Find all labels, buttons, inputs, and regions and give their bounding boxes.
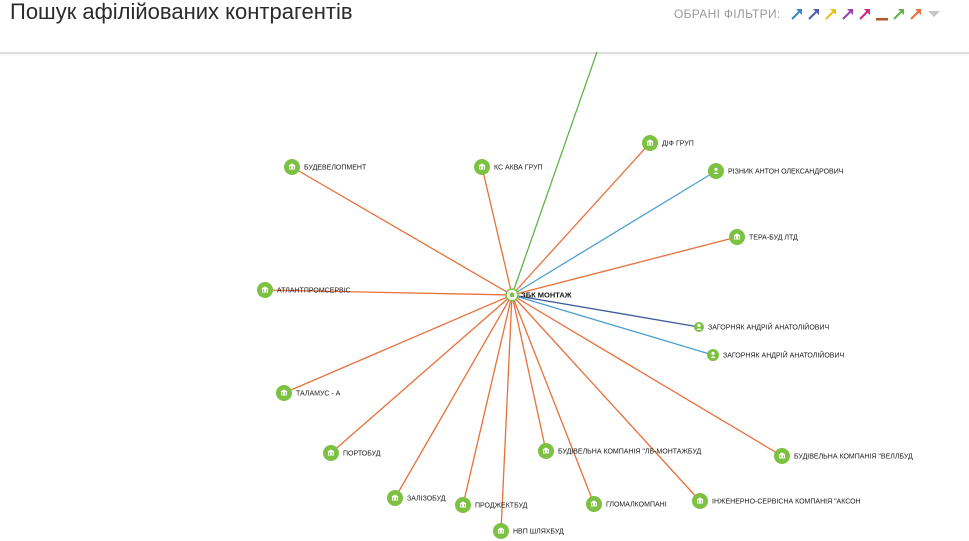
company-icon [497, 527, 505, 534]
node-label: ПОРТОБУД [343, 451, 381, 458]
filter-arrow-yellow-icon[interactable] [823, 6, 839, 22]
company-icon [280, 389, 288, 396]
node-label: ГЛОМАЛКОМПАНІ [606, 502, 667, 509]
graph-edge [330, 294, 513, 454]
filters-label: ОБРАНІ ФІЛЬТРИ: [674, 7, 781, 21]
filter-line-brown-icon[interactable] [874, 6, 890, 22]
person-icon [710, 351, 716, 358]
graph-node[interactable]: РІЗНИК АНТОН ОЛЕКСАНДРОВИЧ [708, 163, 844, 179]
graph-node[interactable]: ТАЛАМУС - А [276, 385, 341, 401]
graph-edge [394, 294, 513, 499]
company-icon [733, 233, 741, 240]
graph-edge-offscreen [511, 52, 598, 296]
graph-node[interactable]: ГЛОМАЛКОМПАНІ [586, 496, 667, 512]
company-icon [327, 449, 335, 456]
node-circle[interactable] [708, 163, 724, 179]
graph-node[interactable]: ДІФ ГРУП [642, 135, 694, 151]
company-icon [509, 292, 515, 297]
graph-node[interactable]: КС АКВА ГРУП [474, 159, 543, 175]
company-icon [696, 497, 704, 504]
page-title: Пошук афілійованих контрагентів [10, 0, 353, 24]
filter-arrow-magenta-icon[interactable] [857, 6, 873, 22]
graph-node[interactable]: АТЛАНТПРОМСЕРВІС [257, 282, 351, 298]
graph-node[interactable]: БУДІВЕЛЬНА КОМПАНІЯ "ВЕЛЛБУД [774, 448, 913, 464]
node-label: КС АКВА ГРУП [494, 165, 543, 172]
company-icon [261, 286, 269, 293]
selected-filters: ОБРАНІ ФІЛЬТРИ: [674, 5, 925, 23]
page-header: Пошук афілійованих контрагентів ОБРАНІ Ф… [0, 0, 969, 54]
graph-edge [283, 294, 513, 394]
graph-node[interactable]: ТЕРА-БУД ЛТД [729, 229, 798, 245]
graph-node[interactable]: ІНЖЕНЕРНО-СЕРВІСНА КОМПАНІЯ "АКСОН [692, 493, 861, 509]
company-icon [778, 452, 786, 459]
company-icon [288, 163, 296, 170]
graph-node[interactable]: ЗАГОРНЯК АНДРІЙ АНАТОЛІЙОВИЧ [707, 349, 844, 361]
graph-edge [291, 166, 513, 296]
graph-edge [511, 170, 717, 296]
node-label: ІНЖЕНЕРНО-СЕРВІСНА КОМПАНІЯ "АКСОН [712, 499, 861, 506]
graph-node[interactable]: ПОРТОБУД [323, 445, 381, 461]
graph-edge [511, 142, 651, 296]
graph-edge [511, 294, 700, 328]
graph-node[interactable]: ЗАЛІЗОБУД [387, 490, 446, 506]
company-icon [459, 501, 467, 508]
person-icon [696, 323, 702, 330]
node-label: БУДІВЕЛЬНА КОМПАНІЯ "ЛБ-МОНТАЖБУД [558, 449, 701, 456]
node-label: РІЗНИК АНТОН ОЛЕКСАНДРОВИЧ [728, 169, 844, 176]
filter-arrow-darkblue-icon[interactable] [806, 6, 822, 22]
graph-edge [264, 289, 513, 296]
graph-center-node[interactable]: ЗБК МОНТАЖ [505, 288, 572, 302]
graph-edge [511, 294, 595, 505]
node-label: НВП ШЛЯХБУД [513, 529, 564, 536]
graph-node[interactable]: НВП ШЛЯХБУД [493, 523, 564, 539]
graph-edge [511, 236, 738, 296]
node-circle[interactable] [694, 322, 704, 332]
graph-node[interactable]: ПРОДЖЕКТБУД [455, 497, 528, 513]
node-label: ЗАЛІЗОБУД [407, 496, 446, 503]
graph-edge [462, 294, 513, 506]
graph-edge [511, 294, 783, 457]
graph-node[interactable]: БУДІВЕЛЬНА КОМПАНІЯ "ЛБ-МОНТАЖБУД [538, 443, 701, 459]
filter-arrow-purple-icon[interactable] [840, 6, 856, 22]
company-icon [478, 163, 486, 170]
node-label: БУДЕВЕЛОПМЕНТ [304, 165, 367, 172]
company-icon [391, 494, 399, 501]
node-label: ЗАГОРНЯК АНДРІЙ АНАТОЛІЙОВИЧ [723, 351, 844, 360]
graph-edge [511, 294, 547, 452]
node-label: БУДІВЕЛЬНА КОМПАНІЯ "ВЕЛЛБУД [794, 454, 913, 461]
graph-edges [264, 52, 783, 532]
center-node-label: ЗБК МОНТАЖ [521, 291, 572, 300]
node-label: ПРОДЖЕКТБУД [475, 503, 528, 510]
node-circle[interactable] [707, 349, 719, 361]
graph-edge [500, 294, 513, 532]
person-icon [713, 167, 719, 174]
company-icon [590, 500, 598, 507]
filter-arrow-green-icon[interactable] [891, 6, 907, 22]
node-label: ДІФ ГРУП [662, 141, 694, 148]
filter-arrow-blue-icon[interactable] [789, 6, 805, 22]
node-label: АТЛАНТПРОМСЕРВІС [277, 288, 351, 295]
chevron-down-icon[interactable] [927, 9, 941, 19]
graph-edge [511, 294, 714, 356]
graph-edge [481, 166, 513, 296]
company-icon [646, 139, 654, 146]
filter-icons [789, 6, 925, 22]
graph-node[interactable]: БУДЕВЕЛОПМЕНТ [284, 159, 367, 175]
graph-nodes: БУДЕВЕЛОПМЕНТ КС АКВА ГРУП ДІФ ГРУП РІЗНИК … [257, 135, 913, 539]
node-label: ТАЛАМУС - А [296, 391, 341, 398]
affiliation-graph[interactable]: БУДЕВЕЛОПМЕНТ КС АКВА ГРУП ДІФ ГРУП РІЗНИК … [0, 52, 969, 541]
node-label: ЗАГОРНЯК АНДРІЙ АНАТОЛІЙОВИЧ [708, 323, 829, 332]
graph-edge [511, 294, 701, 502]
graph-node[interactable]: ЗАГОРНЯК АНДРІЙ АНАТОЛІЙОВИЧ [694, 322, 829, 332]
node-label: ТЕРА-БУД ЛТД [749, 235, 798, 242]
filter-arrow-orange-icon[interactable] [908, 6, 924, 22]
company-icon [542, 447, 550, 454]
